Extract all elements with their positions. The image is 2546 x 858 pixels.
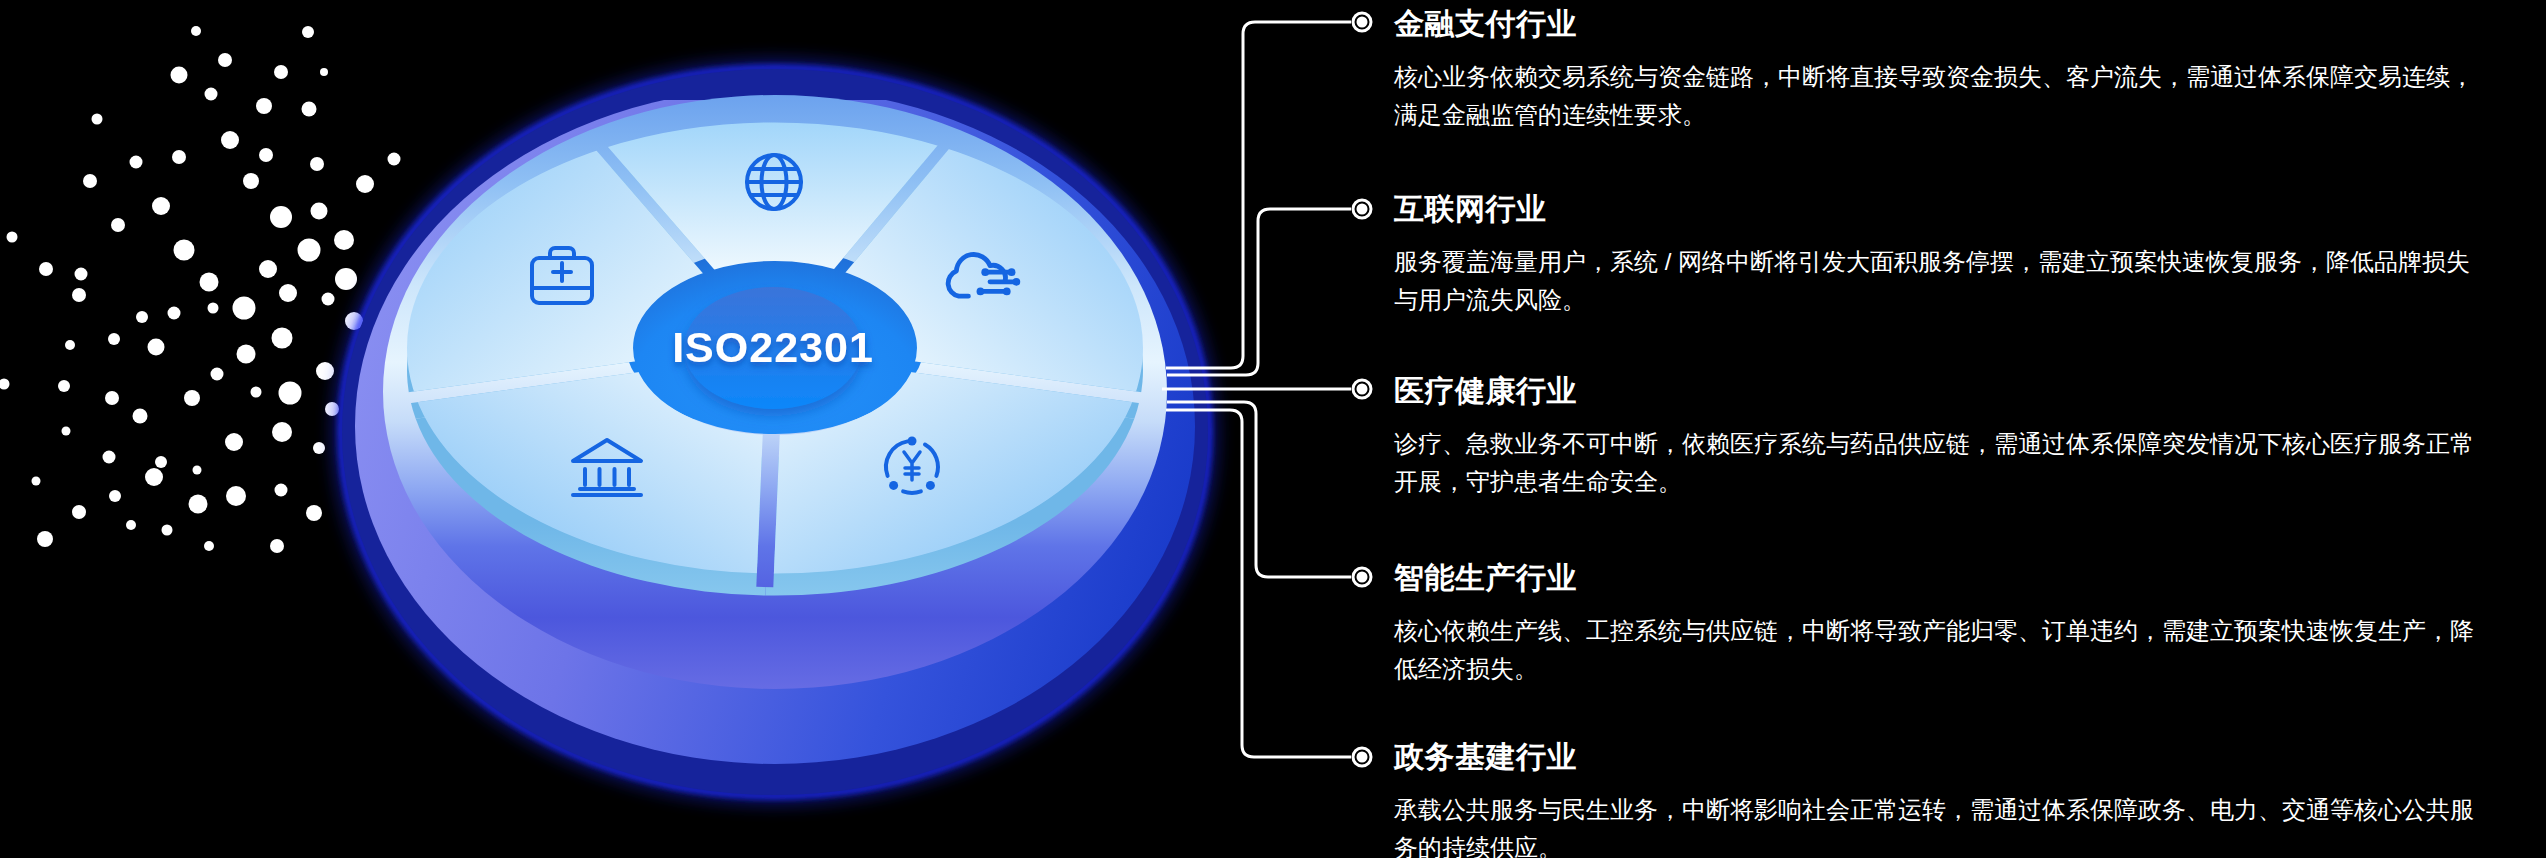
industry-title: 互联网行业 (1394, 193, 2484, 225)
industry-description: 承载公共服务与民生业务，中断将影响社会正常运转，需通过体系保障政务、电力、交通等… (1394, 791, 2484, 858)
center-label: ISO22301 (672, 323, 874, 371)
bullet-dot-icon (1357, 384, 1368, 395)
bullet-dot-icon (1357, 752, 1368, 763)
industry-item: 智能生产行业核心依赖生产线、工控系统与供应链，中断将导致产能归零、订单违约，需建… (1394, 562, 2484, 688)
connector-lines (1162, 22, 1351, 757)
item-bullets (1353, 13, 1371, 766)
industry-title: 金融支付行业 (1394, 8, 2484, 40)
industry-item: 互联网行业服务覆盖海量用户，系统 / 网络中断将引发大面积服务停摆，需建立预案快… (1394, 193, 2484, 319)
industry-description: 诊疗、急救业务不可中断，依赖医疗系统与药品供应链，需通过体系保障突发情况下核心医… (1394, 425, 2484, 501)
industry-description: 服务覆盖海量用户，系统 / 网络中断将引发大面积服务停摆，需建立预案快速恢复服务… (1394, 243, 2484, 319)
industry-title: 医疗健康行业 (1394, 375, 2484, 407)
industry-item: 金融支付行业核心业务依赖交易系统与资金链路，中断将直接导致资金损失、客户流失，需… (1394, 8, 2484, 134)
industry-item: 医疗健康行业诊疗、急救业务不可中断，依赖医疗系统与药品供应链，需通过体系保障突发… (1394, 375, 2484, 501)
bullet-dot-icon (1357, 17, 1368, 28)
bullet-dot-icon (1357, 572, 1368, 583)
bullet-dot-icon (1357, 204, 1368, 215)
iso-wheel: ISO22301 (338, 65, 1212, 799)
industry-title: 政务基建行业 (1394, 741, 2484, 773)
industry-item: 政务基建行业承载公共服务与民生业务，中断将影响社会正常运转，需通过体系保障政务、… (1394, 741, 2484, 858)
industry-title: 智能生产行业 (1394, 562, 2484, 594)
industry-description: 核心依赖生产线、工控系统与供应链，中断将导致产能归零、订单违约，需建立预案快速恢… (1394, 612, 2484, 688)
industry-description: 核心业务依赖交易系统与资金链路，中断将直接导致资金损失、客户流失，需通过体系保障… (1394, 58, 2484, 134)
